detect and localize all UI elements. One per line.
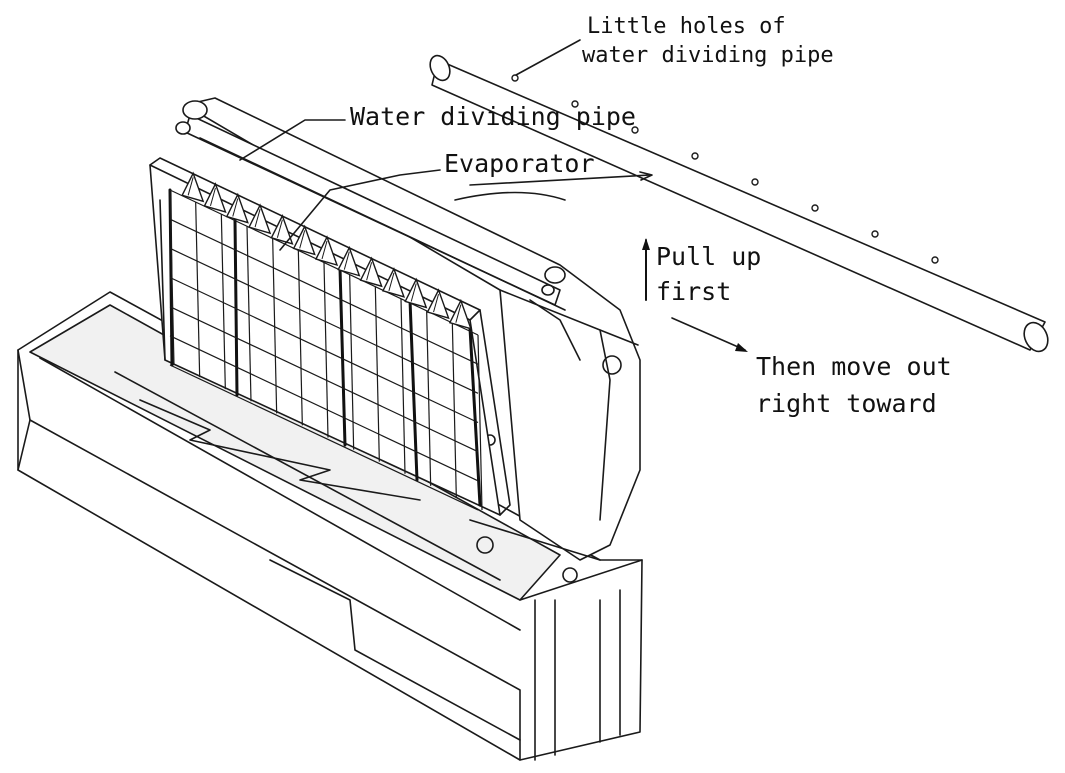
label-then-move-line2: right toward <box>756 389 937 418</box>
water-dividing-pipe-removed <box>429 54 1049 353</box>
water-tray <box>17 291 643 761</box>
annotation-lines <box>239 39 748 352</box>
label-then-move-line1: Then move out <box>756 352 952 381</box>
evaporator <box>149 157 511 516</box>
label-pull-up-line1: Pull up <box>656 242 761 271</box>
label-water-dividing-pipe: Water dividing pipe <box>350 102 636 131</box>
label-pull-up-line2: first <box>656 277 731 306</box>
label-evaporator: Evaporator <box>444 149 595 178</box>
label-little-holes-line1: Little holes of <box>587 14 786 39</box>
installed-pipe <box>175 100 566 311</box>
label-little-holes-line2: water dividing pipe <box>582 43 834 68</box>
